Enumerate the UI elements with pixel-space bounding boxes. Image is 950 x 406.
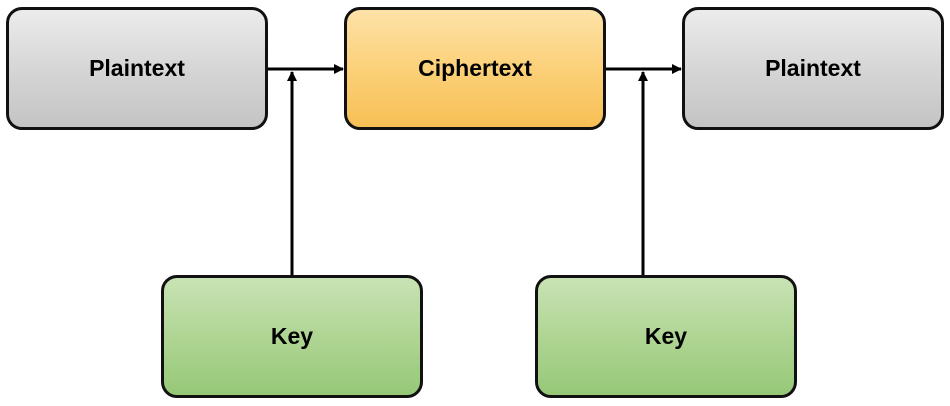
plaintext-output-label: Plaintext	[765, 55, 861, 81]
decryption-key-box: Key	[535, 275, 797, 398]
encryption-key-label: Key	[270, 323, 314, 349]
decryption-key-label: Key	[644, 323, 688, 349]
encryption-key-box: Key	[161, 275, 423, 398]
ciphertext-label: Ciphertext	[418, 55, 532, 81]
ciphertext-box: Ciphertext	[344, 7, 606, 130]
plaintext-input-box: Plaintext	[6, 7, 268, 130]
plaintext-output-box: Plaintext	[682, 7, 944, 130]
plaintext-input-label: Plaintext	[89, 55, 185, 81]
